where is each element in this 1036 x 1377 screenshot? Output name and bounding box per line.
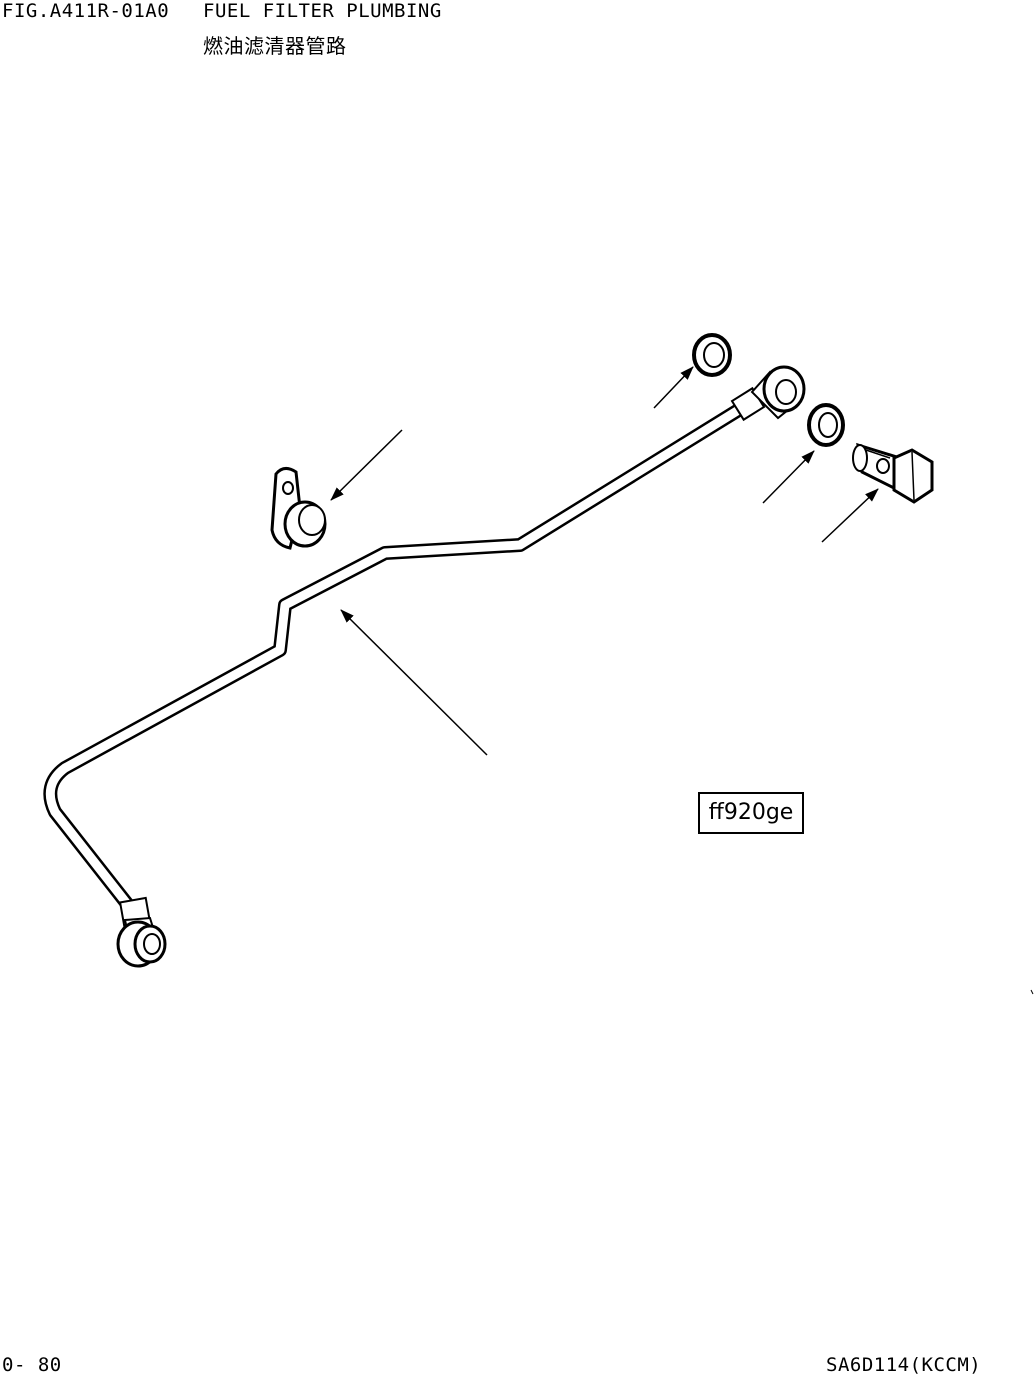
title-chinese: 燃油滤清器管路 xyxy=(203,34,347,58)
pipe-clamp xyxy=(270,467,327,550)
fuel-pipe xyxy=(43,365,806,968)
banjo-bolt xyxy=(852,442,934,504)
arrow-to-upper-gasket xyxy=(653,366,694,409)
upper-eye-fitting xyxy=(750,365,806,420)
arrow-to-pipe xyxy=(340,609,488,756)
reference-code-box: ff920ge xyxy=(698,792,804,834)
figure-number: FIG.A411R-01A0 xyxy=(2,0,170,22)
scan-mark xyxy=(1030,989,1034,995)
title-english: FUEL FILTER PLUMBING xyxy=(203,0,442,22)
lower-gasket xyxy=(807,403,845,447)
upper-gasket xyxy=(692,333,732,377)
reference-code: ff920ge xyxy=(708,800,794,825)
arrow-to-lower-gasket xyxy=(762,450,815,504)
arrow-to-clamp xyxy=(330,429,403,501)
lower-eye-fitting xyxy=(116,916,167,968)
page-number: 0- 80 xyxy=(2,1354,62,1376)
leader-arrows xyxy=(330,366,879,756)
arrow-to-banjo-bolt xyxy=(821,488,879,543)
model-code: SA6D114(KCCM) xyxy=(826,1354,982,1376)
